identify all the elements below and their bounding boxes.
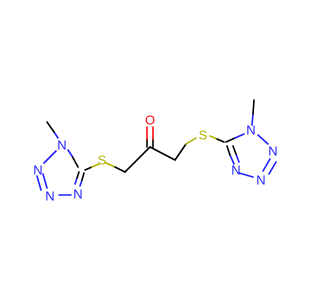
bond-n2-n3-left [42,173,48,189]
bond-n4-c5-left-a [79,179,83,187]
bond-s2-c5-a [209,135,218,140]
bond-n4-c5-right-a [229,154,235,165]
bond-s1-ch2-b [114,166,126,173]
atom-s2: S [199,128,208,143]
bond-n2-n3-left-double [36,175,42,191]
atom-n2-right: N [268,144,277,159]
bond-c5-n1-right-a [225,137,236,143]
bond-s1-ch2-a [105,162,116,168]
atom-n3-left: N [45,189,54,204]
bond-ch2-carbonyl [124,146,151,173]
background [0,0,300,300]
bond-c5-n1-right-b [234,133,245,139]
atom-n4-left: N [73,187,82,202]
molecule-diagram: N N N N S O S N N N N [0,0,300,300]
bond-carbonyl-ch2 [149,146,176,161]
bond-c5-s1-b [91,163,100,168]
atom-n2-left: N [33,163,42,178]
atom-n3-right: N [256,173,265,188]
bond-c5-n1-left-a [71,155,79,168]
left-tetrazole-ring [36,121,85,196]
bond-n2-n3-right-double [268,161,277,175]
atom-n1-right: N [246,123,255,138]
bond-n1-methyl-right-b [252,99,255,115]
bond-n1-n2-left [43,150,57,164]
bond-n4-c5-right-double-a [235,153,240,163]
bond-n4-c5-left-double-b [76,171,80,179]
bond-n2-n3-right [262,158,271,172]
bond-s2-c5-b [216,138,225,143]
bond-c5-n1-left-b [67,149,73,157]
atom-n1-left: N [57,138,66,153]
bond-n4-c5-left-b [81,172,85,181]
bond-n1-methyl-right-a [251,113,254,126]
bond-n1-methyl-left-a [53,131,59,139]
atom-labels: N N N N S O S N N N N [33,113,277,204]
bond-ch2-s2-a [174,143,187,161]
bond-n4-c5-left-double-a [74,177,78,185]
bond-c5-s1-a [84,166,93,171]
bond-n4-c5-right-b [226,145,231,156]
bond-n1-n2-right [257,134,269,145]
bond-n1-methyl-left-b [46,121,55,133]
bond-ch2-s2-b [185,137,197,145]
central-chain [84,126,225,173]
structure-svg: N N N N S O S N N N N [0,0,300,300]
atom-o1: O [145,113,155,128]
right-tetrazole-ring [225,99,277,178]
bond-n3-n4-right [238,172,254,178]
atom-s1: S [98,153,107,168]
bond-n4-c5-right-double-b [232,145,237,155]
atom-n4-right: N [231,163,240,178]
